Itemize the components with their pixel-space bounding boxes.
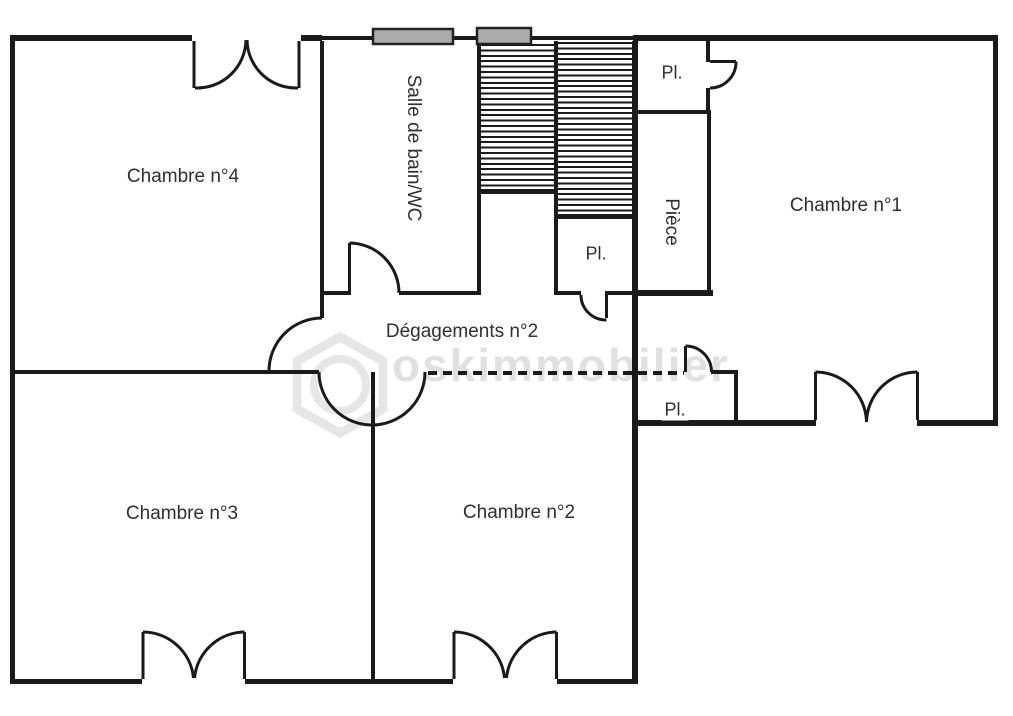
room-label-chambre-2: Chambre n°2 — [459, 502, 579, 524]
wall — [734, 372, 738, 421]
wall — [399, 291, 481, 295]
wall — [632, 290, 713, 296]
wall — [917, 420, 998, 426]
wall — [477, 41, 481, 291]
wall — [10, 35, 15, 684]
stair-landing-edge — [478, 189, 556, 194]
door-swing-arc — [267, 316, 323, 372]
door-swing-arc — [505, 630, 557, 679]
wall — [707, 114, 711, 291]
wall — [245, 679, 453, 684]
window-marker — [475, 26, 533, 46]
door-swing-arc — [349, 241, 401, 294]
room-label-degagements: Dégagements n°2 — [382, 321, 542, 343]
door-swing-arc — [685, 344, 713, 373]
watermark-hexagon — [292, 331, 388, 439]
door-swing-arc — [453, 630, 506, 679]
wall — [554, 41, 558, 291]
door-swing-arc — [815, 370, 868, 423]
stair-landing-edge — [556, 214, 632, 219]
window-marker — [371, 27, 455, 46]
wall — [10, 370, 319, 374]
closet-label-top-right: Pl. — [658, 62, 686, 84]
watermark-swirl — [310, 355, 370, 415]
room-label-chambre-1: Chambre n°1 — [786, 195, 906, 217]
room-label-salle-de-bain-wc: Salle de bain/WC — [402, 71, 424, 225]
door-swing-arc — [245, 39, 299, 90]
wall — [10, 679, 142, 684]
wall — [706, 41, 710, 62]
room-label-piece: Pièce — [660, 195, 682, 249]
door-swing-arc — [709, 61, 738, 90]
door-swing-arc — [579, 294, 607, 322]
closet-label-hallway: Pl. — [661, 399, 689, 421]
wall — [371, 372, 375, 679]
door-swing-arc — [193, 630, 245, 679]
wall — [10, 35, 192, 41]
watermark-text: oskimmobilier — [392, 339, 730, 391]
wall — [554, 291, 581, 295]
staircase-right-flight — [558, 42, 632, 214]
door-swing-arc — [317, 371, 373, 427]
wall — [632, 420, 816, 426]
door-swing-arc — [194, 39, 248, 90]
room-label-chambre-4: Chambre n°4 — [123, 166, 243, 188]
wall — [706, 88, 710, 110]
wall — [711, 370, 738, 374]
wall — [320, 291, 351, 295]
door-swing-arc — [142, 630, 195, 679]
wall — [320, 41, 324, 318]
wall — [301, 35, 322, 41]
wall — [633, 35, 998, 41]
staircase-left-flight — [481, 44, 554, 190]
wall — [993, 35, 998, 426]
wall — [557, 679, 638, 684]
closet-label-under-stairs: Pl. — [582, 243, 610, 265]
wall — [605, 291, 632, 295]
wall — [632, 110, 711, 114]
wall — [632, 41, 638, 684]
door-swing-arc — [865, 370, 918, 423]
door-swing-arc — [371, 371, 427, 427]
room-label-chambre-3: Chambre n°3 — [122, 503, 242, 525]
